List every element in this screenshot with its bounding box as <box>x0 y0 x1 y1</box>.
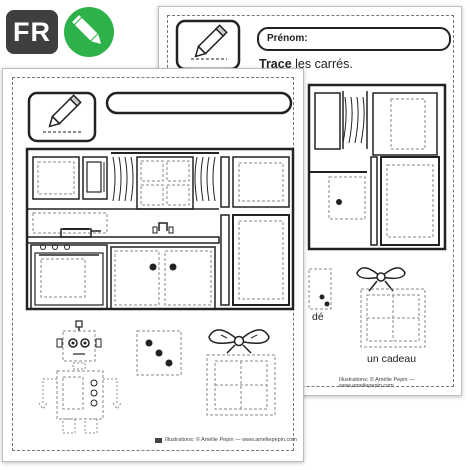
name-field-outline[interactable] <box>105 91 293 115</box>
name-label: Prénom: <box>267 33 308 44</box>
kitchen-back-illustration <box>307 83 447 348</box>
name-field[interactable]: Prénom: <box>257 27 451 51</box>
credits-footer: Illustrations: © Amélie Pepin — www.amel… <box>339 377 415 389</box>
die-caption-partial: dé <box>312 311 324 323</box>
instruction-title: Trace les carrés. <box>259 57 353 71</box>
instruction-bold: Trace <box>259 57 292 71</box>
gift-caption: un cadeau <box>367 353 417 365</box>
pencil-badge-icon <box>64 7 114 57</box>
instruction-rest: les carrés. <box>291 57 353 71</box>
camera-icon <box>155 438 162 443</box>
pencil-icon <box>175 19 241 71</box>
robot-illustration <box>38 320 122 434</box>
gift-illustration <box>206 329 276 416</box>
kitchen-illustration <box>25 147 295 311</box>
language-badge: FR <box>6 10 58 54</box>
die-illustration <box>136 330 182 376</box>
worksheet-front: Illustrations: © Amélie Pepin — www.amel… <box>2 68 304 462</box>
pencil-icon <box>27 91 97 143</box>
credits-footer: Illustrations: © Amélie Pepin — www.amel… <box>165 437 297 443</box>
front-illustrations <box>25 91 295 443</box>
